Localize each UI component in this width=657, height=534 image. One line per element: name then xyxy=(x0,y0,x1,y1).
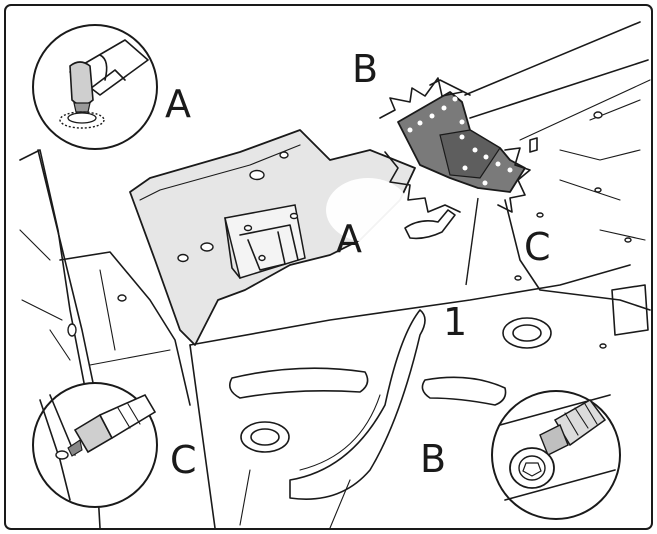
spot-weld-tool-icon xyxy=(39,393,157,501)
floor-grommet-center xyxy=(502,317,552,349)
label-c-part: C xyxy=(524,225,551,269)
detail-circle-c xyxy=(32,382,158,508)
figure-frame xyxy=(4,4,653,530)
label-a-callout: A xyxy=(165,82,191,126)
label-a-part: A xyxy=(336,217,362,261)
label-part-number-1: 1 xyxy=(443,300,467,344)
detail-circle-a xyxy=(32,24,158,150)
floor-grommet-left xyxy=(240,421,290,453)
spot-weld-drill-icon xyxy=(59,39,149,129)
cut-marker-lower xyxy=(384,151,461,213)
label-b-callout: B xyxy=(352,47,378,91)
vehicle-floor-structure xyxy=(19,21,651,529)
bracket-part-b xyxy=(397,91,526,193)
leader-line-part-1 xyxy=(465,197,479,286)
cut-marker-right xyxy=(497,147,531,213)
label-c-callout: C xyxy=(170,438,197,482)
label-b-part: B xyxy=(420,437,446,481)
panel-part-1 xyxy=(129,129,416,346)
detail-circle-fastener xyxy=(491,390,621,520)
rivet-nut-icon xyxy=(499,394,616,501)
cut-marker-upper xyxy=(379,77,463,119)
